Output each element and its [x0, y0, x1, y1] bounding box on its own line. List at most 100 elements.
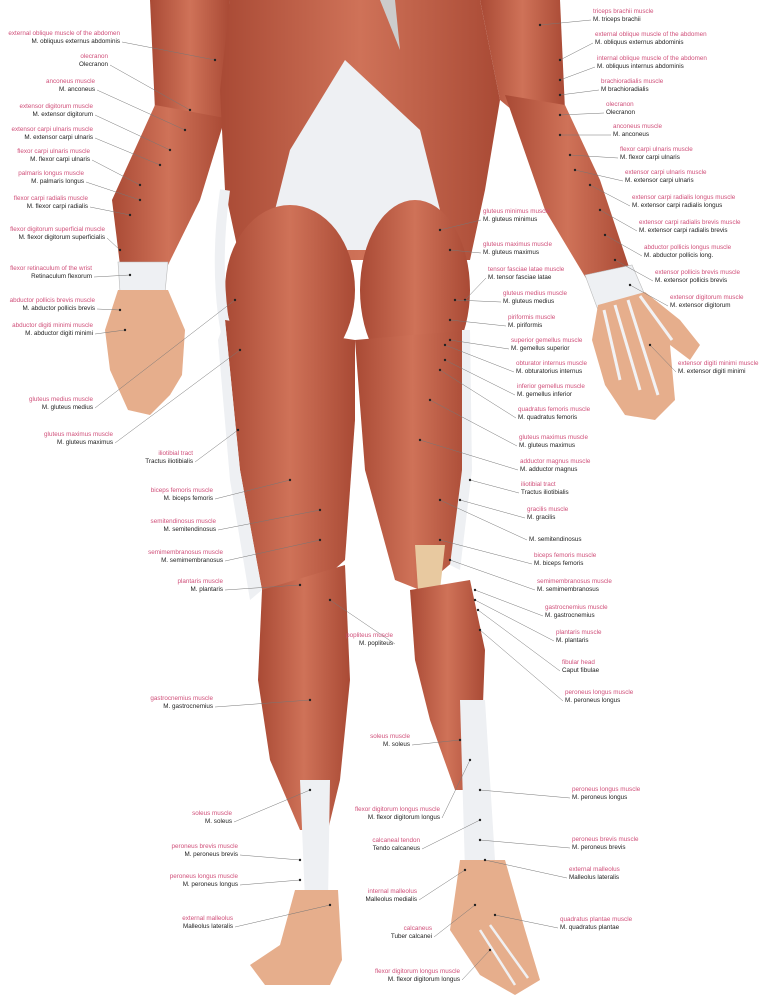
label-english: peroneus longus muscle	[565, 689, 634, 696]
label-latin: Caput fibulae	[562, 667, 600, 674]
label-latin: M. quadratus plantae	[560, 924, 620, 931]
label-latin: M. quadratus femoris	[518, 414, 578, 421]
label-english: obturator internus muscle	[516, 360, 588, 367]
label-latin: M. plantaris	[190, 586, 223, 593]
label-english: external oblique muscle of the abdomen	[595, 31, 707, 38]
label-latin: M. extensor digitorum	[670, 302, 731, 309]
label-english: gluteus minimus muscle	[483, 208, 551, 215]
label-english: flexor digitorum longus muscle	[374, 968, 460, 975]
right-upper-arm	[480, 0, 565, 125]
label-english: flexor carpi ulnaris muscle	[620, 146, 693, 153]
label-english: brachioradialis muscle	[601, 78, 664, 85]
label-english: calcaneal tendon	[372, 837, 420, 844]
label-english: abductor pollicis brevis muscle	[9, 297, 95, 304]
label-english: extensor carpi radialis brevis muscle	[639, 219, 741, 226]
label-latin: Tractus iliotibialis	[145, 458, 193, 465]
label-latin: M. semimembranosus	[161, 557, 223, 564]
label-english: flexor carpi ulnaris muscle	[17, 148, 90, 155]
label-latin: M. obturatorius internus	[516, 368, 583, 375]
label-latin: M. extensor digitorum	[32, 111, 93, 118]
label-latin: M. gluteus medius	[41, 404, 93, 411]
label-latin: Olecranon	[78, 61, 108, 68]
label-latin: M. flexor digitorum longus	[387, 976, 460, 983]
label-english: gluteus medius muscle	[28, 396, 93, 403]
label-english: flexor retinaculum of the wrist	[10, 265, 92, 272]
label-english: quadratus femoris muscle	[518, 406, 591, 413]
label-english: extensor pollicis brevis muscle	[655, 269, 741, 276]
label-english: calcaneus	[403, 925, 432, 932]
right-forearm	[505, 95, 630, 285]
label-latin: M. obliquus externus abdominis	[595, 39, 684, 46]
left-calf	[258, 565, 350, 830]
label-latin: M. peroneus longus	[182, 881, 238, 888]
label-latin: M. semitendinosus	[529, 536, 582, 543]
label-latin: M. peroneus longus	[572, 794, 628, 801]
label-latin: M. extensor carpi ulnaris	[625, 177, 694, 184]
label-english: abductor digiti minimi muscle	[12, 322, 93, 329]
label-latin: M. obliquus internus abdominis	[597, 63, 684, 70]
label-latin: M. obliquus externus abdominis	[31, 38, 120, 45]
label-latin: M. abductor pollicis long.	[644, 252, 714, 259]
label-latin: Retinaculum flexorum	[31, 273, 92, 280]
label-latin: Malleolus lateralis	[569, 874, 620, 881]
label-english: quadratus plantae muscle	[560, 916, 633, 923]
label-english: soleus muscle	[370, 733, 410, 740]
label-latin: Malleolus lateralis	[182, 923, 233, 930]
label-latin: M. gracilis	[527, 514, 556, 521]
label-latin: M. semimembranosus	[537, 586, 599, 593]
label-latin: M. gluteus maximus	[519, 442, 575, 449]
label-english: gastrocnemius muscle	[545, 604, 608, 611]
label-latin: M. gluteus maximus	[483, 249, 539, 256]
label-english: semimembranosus muscle	[537, 578, 612, 585]
label-latin: M. soleus	[383, 741, 410, 748]
label-english: abductor pollicis longus muscle	[644, 244, 732, 251]
label-latin: M. gluteus minimus	[483, 216, 538, 223]
muscle-label: M. semitendinosus	[529, 536, 582, 544]
left-hand	[105, 290, 185, 415]
label-latin: M. gastrocnemius	[163, 703, 213, 710]
label-latin: M. biceps femoris	[534, 560, 584, 567]
label-english: inferior gemellus muscle	[517, 383, 585, 390]
label-english: anconeus muscle	[45, 78, 95, 85]
label-latin: Olecranon	[606, 109, 636, 116]
label-latin: M. flexor digitorum longus	[367, 814, 440, 821]
label-latin: M. triceps brachii	[593, 16, 641, 23]
label-latin: M. peroneus longus	[565, 697, 621, 704]
label-latin: M. peroneus brevis	[572, 844, 626, 851]
label-english: peroneus longus muscle	[169, 873, 238, 880]
label-english: olecranon	[606, 101, 634, 108]
label-english: superior gemellus muscle	[511, 337, 583, 344]
left-wrist-retinaculum	[117, 261, 169, 293]
label-english: external malleolus	[569, 866, 620, 873]
label-english: popliteus muscle	[346, 632, 393, 639]
